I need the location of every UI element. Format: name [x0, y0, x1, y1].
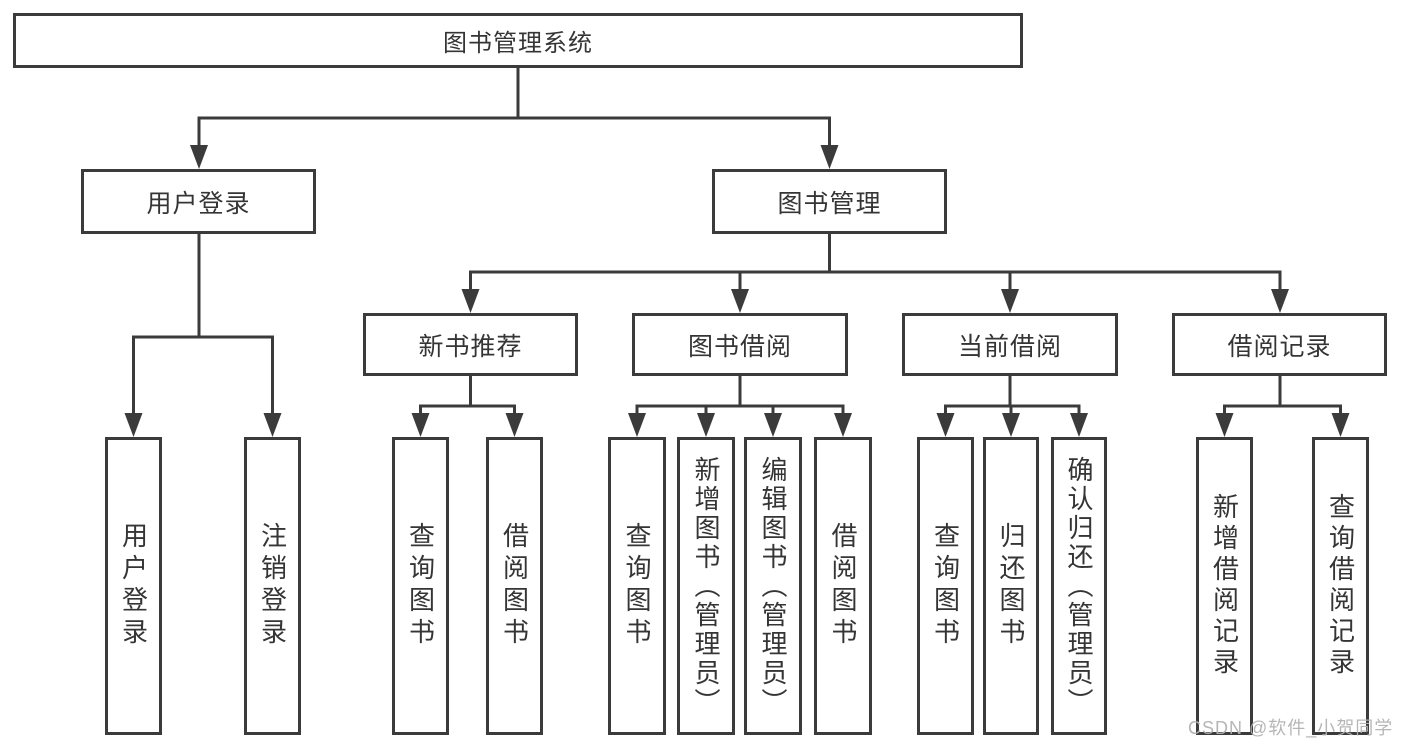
edge-root-to-level2 [197, 68, 831, 148]
node-label: 查询图书 [930, 522, 961, 650]
arrowhead [820, 145, 839, 169]
arrowhead [697, 413, 715, 437]
arrowhead [1271, 289, 1289, 313]
leaf-edit-books-admin: 编辑图书（管理员） [744, 437, 802, 735]
node-label: 新增图书（管理员） [691, 455, 721, 717]
arrowhead [1331, 413, 1350, 437]
node-label: 归还图书 [996, 522, 1026, 650]
edge-new-book-children [419, 376, 516, 416]
leaf-borrow-books-borrowing: 借阅图书 [814, 437, 872, 735]
arrowhead [936, 413, 955, 437]
node-label: 查询图书 [405, 522, 436, 650]
edge-user-login-children [132, 234, 274, 416]
node-label: 确认归还（管理员） [1064, 455, 1094, 717]
arrowhead [1001, 289, 1019, 313]
arrowhead [505, 413, 524, 437]
arrowhead [764, 413, 782, 437]
arrowhead [190, 145, 208, 169]
node-label: 查询图书 [622, 522, 652, 650]
node-label: 图书管理 [777, 189, 882, 218]
node-label: 用户登录 [146, 189, 251, 218]
node-label: 当前借阅 [957, 332, 1062, 361]
csdn-watermark: CSDN @软件_小贺同学 [1188, 718, 1394, 738]
leaf-search-books-recommend: 查询图书 [392, 437, 449, 735]
arrowhead [731, 289, 749, 313]
node-current-borrowing: 当前借阅 [902, 313, 1118, 376]
arrowhead [1002, 413, 1020, 437]
leaf-confirm-return-admin: 确认归还（管理员） [1051, 437, 1107, 735]
node-book-management: 图书管理 [712, 169, 947, 234]
node-library-management-system: 图书管理系统 [13, 13, 1023, 68]
node-book-borrowing: 图书借阅 [632, 313, 848, 376]
node-label: 图书借阅 [687, 332, 792, 361]
node-label: 图书管理系统 [443, 30, 593, 57]
arrowhead [263, 413, 282, 437]
edge-current-borrowing-children [944, 376, 1081, 416]
node-label: 新书推荐 [418, 332, 523, 361]
leaf-borrow-books-recommend: 借阅图书 [486, 437, 543, 735]
node-label: 查询借阅记录 [1325, 493, 1356, 679]
leaf-add-borrow-record: 新增借阅记录 [1196, 437, 1253, 735]
arrowhead [124, 413, 143, 437]
node-label: 借阅记录 [1227, 332, 1332, 361]
arrowhead [834, 413, 852, 437]
node-label: 编辑图书（管理员） [758, 455, 788, 717]
leaf-user-login: 用户登录 [105, 437, 162, 735]
arrowhead [1215, 413, 1234, 437]
arrowhead [628, 413, 646, 437]
leaf-logout: 注销登录 [244, 437, 301, 735]
arrowhead [411, 413, 430, 437]
leaf-search-borrow-record: 查询借阅记录 [1312, 437, 1369, 735]
node-new-book-recommendation: 新书推荐 [363, 313, 578, 376]
edge-book-management-children [469, 234, 1282, 292]
leaf-search-books-current: 查询图书 [917, 437, 974, 735]
leaf-search-books-borrowing: 查询图书 [608, 437, 666, 735]
edge-book-borrowing-children [635, 376, 845, 416]
node-label: 注销登录 [257, 522, 288, 650]
arrowhead [461, 289, 480, 313]
edge-borrow-records-children [1223, 376, 1342, 416]
arrowhead [1070, 413, 1088, 437]
node-label: 用户登录 [118, 522, 149, 650]
node-borrowing-records: 借阅记录 [1172, 313, 1387, 376]
node-label: 借阅图书 [499, 522, 530, 650]
leaf-return-books: 归还图书 [983, 437, 1039, 735]
leaf-add-books-admin: 新增图书（管理员） [677, 437, 735, 735]
node-label: 借阅图书 [828, 522, 858, 650]
node-user-login: 用户登录 [81, 169, 316, 234]
node-label: 新增借阅记录 [1209, 493, 1240, 679]
